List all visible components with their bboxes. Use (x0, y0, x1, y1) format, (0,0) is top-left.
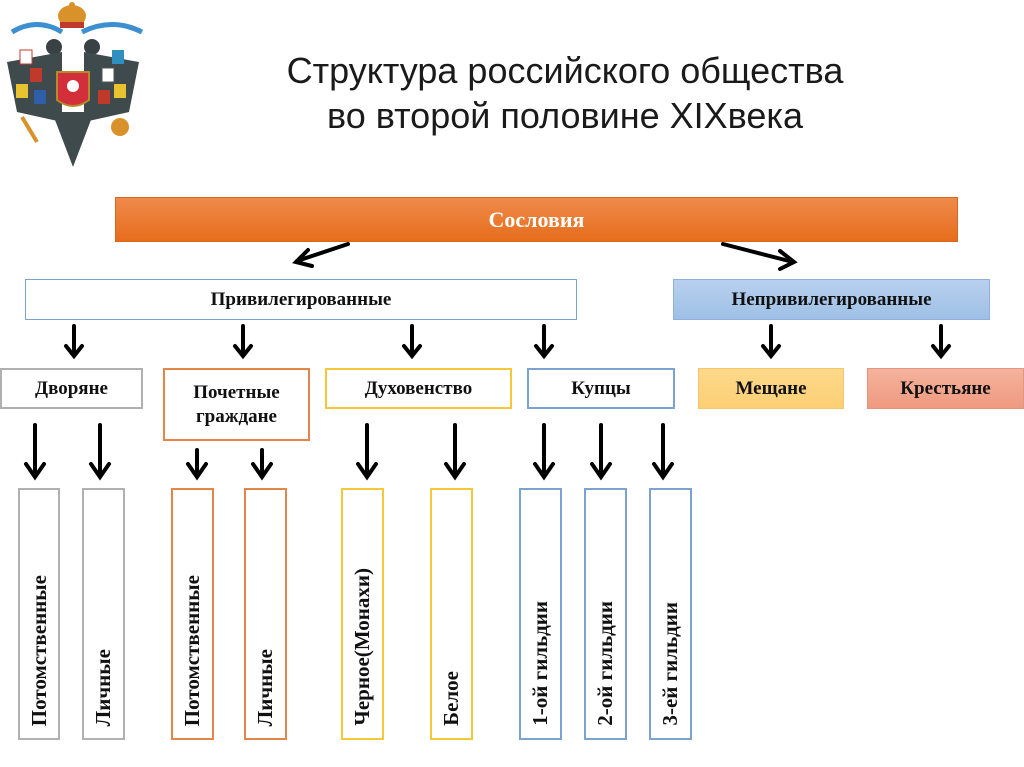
arrow-to-merchants (534, 324, 554, 360)
subgroup-label: 3-ей гильдии (658, 602, 682, 726)
subgroup-label: 2-ой гильдии (593, 601, 617, 726)
subgroup-label: Личные (91, 648, 115, 726)
subgroup-merchants-guild1: 1-ой гильдии (519, 488, 562, 740)
page-title: Структура российского общества во второй… (230, 48, 900, 138)
group-unprivileged: Непривилегированные (673, 279, 990, 320)
arrow-to-townspeople (761, 324, 781, 360)
estate-merchants: Купцы (527, 368, 675, 409)
subgroup-clergy-black: Черное(Монахи) (341, 488, 384, 740)
estate-nobility: Дворяне (0, 368, 143, 409)
arrow-nobility-hereditary (24, 423, 46, 481)
subgroup-honorary-personal: Личные (244, 488, 287, 740)
estate-clergy-label: Духовенство (364, 377, 473, 399)
subgroup-label: Белое (439, 671, 463, 726)
root-node-estates: Сословия (115, 197, 958, 242)
arrow-merchants-guild3 (652, 423, 674, 481)
group-privileged-label: Привилегированные (210, 288, 392, 310)
title-line-2: во второй половине XIXвека (327, 95, 803, 136)
estate-honorary-label-line2: граждане (196, 405, 277, 427)
estate-merchants-label: Купцы (571, 377, 631, 399)
group-privileged: Привилегированные (25, 279, 577, 320)
subgroup-label: Потомственные (26, 574, 51, 726)
title-line-1: Структура российского общества (286, 50, 844, 91)
estate-clergy: Духовенство (325, 368, 512, 409)
arrow-merchants-guild2 (590, 423, 612, 481)
estate-peasants: Крестьяне (867, 368, 1024, 409)
estate-honorary-label-line1: Почетные (193, 381, 280, 403)
subgroup-honorary-hereditary: Потомственные (171, 488, 214, 740)
subgroup-label: Черное(Монахи) (350, 568, 374, 726)
estate-nobility-label: Дворяне (35, 377, 108, 399)
arrow-honorary-personal (251, 448, 273, 481)
arrow-to-nobility (64, 324, 84, 360)
coat-of-arms-icon (7, 2, 144, 167)
arrow-clergy-black (356, 423, 378, 481)
subgroup-label: Потомственные (180, 574, 204, 726)
estate-peasants-label: Крестьяне (900, 377, 991, 399)
estate-townspeople: Мещане (698, 368, 844, 409)
estate-honorary-citizens: Почетные граждане (163, 368, 310, 441)
group-unprivileged-label: Непривилегированные (731, 288, 932, 310)
subgroup-label: Личные (253, 648, 277, 726)
arrow-to-clergy (402, 324, 422, 360)
arrow-merchants-guild1 (533, 423, 555, 481)
subgroup-merchants-guild2: 2-ой гильдии (584, 488, 627, 740)
subgroup-label: 1-ой гильдии (528, 601, 552, 726)
subgroup-merchants-guild3: 3-ей гильдии (649, 488, 692, 740)
arrow-nobility-personal (89, 423, 111, 481)
subgroup-nobility-hereditary: Потомственные (18, 488, 60, 740)
arrow-honorary-hereditary (186, 448, 208, 481)
subgroup-nobility-personal: Личные (82, 488, 125, 740)
subgroup-clergy-white: Белое (430, 488, 473, 740)
arrow-root-to-unprivileged (721, 242, 798, 271)
estate-townspeople-label: Мещане (735, 377, 807, 399)
arrow-to-honorary (233, 324, 253, 360)
arrow-to-peasants (931, 324, 951, 360)
arrow-root-to-privileged (292, 242, 350, 268)
arrow-clergy-white (444, 423, 466, 481)
